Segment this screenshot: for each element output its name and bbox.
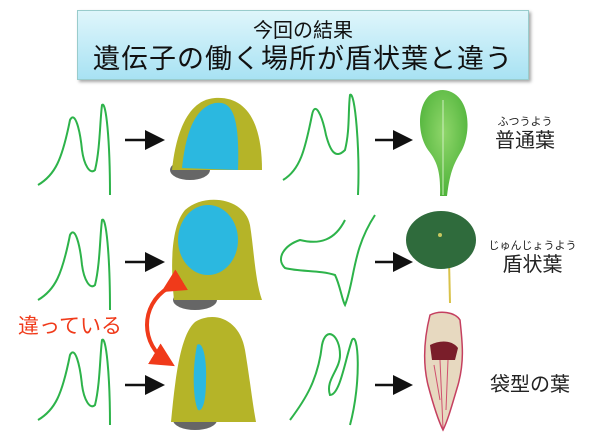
pitcher-leaf-photo <box>423 311 464 432</box>
leaf-type-label: 盾状葉 <box>502 252 563 276</box>
meristem-outline-3 <box>37 338 111 426</box>
label-peltate-leaf: じゅんじょうよう 盾状葉 <box>475 239 590 277</box>
difference-label: 違っている <box>18 314 122 338</box>
primordium-normal <box>170 97 262 180</box>
row-pitcher-leaf <box>37 311 464 432</box>
row-normal-leaf <box>37 90 468 196</box>
leaf-outline-1 <box>282 93 360 196</box>
normal-leaf-photo <box>420 90 468 196</box>
meristem-outline-1 <box>37 103 111 196</box>
primordium-pitcher <box>171 317 256 430</box>
leaf-outline-3 <box>289 333 359 426</box>
difference-double-arrow <box>145 269 188 367</box>
title-box: 今回の結果 遺伝子の働く場所が盾状葉と違う <box>77 10 529 80</box>
primordium-peltate <box>172 199 262 310</box>
label-pitcher-leaf: 袋型の葉 <box>480 372 580 396</box>
leaf-type-label: 袋型の葉 <box>490 372 570 396</box>
row-peltate-leaf <box>37 199 476 311</box>
leaf-type-label: 普通葉 <box>495 128 555 152</box>
leaf-outline-2 <box>280 214 376 308</box>
title-line1: 今回の結果 <box>253 18 353 42</box>
ruby: ふつうよう <box>497 115 553 128</box>
peltate-leaf-photo <box>406 211 476 304</box>
meristem-outline-2 <box>37 218 111 311</box>
ruby: じゅんじょうよう <box>488 239 577 252</box>
label-normal-leaf: ふつうよう 普通葉 <box>485 115 565 153</box>
title-line2: 遺伝子の働く場所が盾状葉と違う <box>93 44 513 75</box>
